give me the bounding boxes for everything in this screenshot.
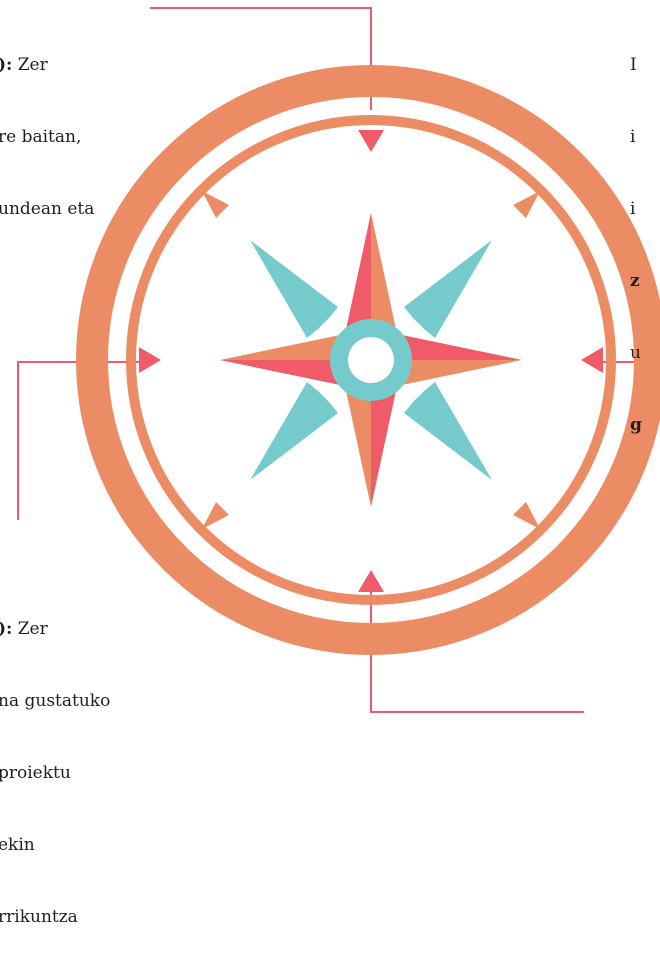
tick-sw (202, 502, 229, 529)
teal-point-sw (250, 382, 338, 480)
text-line: ekin (0, 833, 110, 857)
text-span: Zer (12, 619, 47, 639)
text-line: i (630, 125, 642, 149)
teal-point-se (404, 382, 492, 480)
callout-text-bottom-left: ): Zer na gustatuko proiektu ekin rrikun… (0, 569, 110, 953)
text-line: re baitan, (0, 125, 94, 149)
text-line: g (630, 413, 642, 437)
bold-label: ): (0, 55, 12, 75)
bold-label: ): (0, 619, 12, 639)
center-hub-dot (348, 337, 394, 383)
tick-se (513, 502, 540, 529)
text-line: na gustatuko (0, 689, 110, 713)
text-line: undean eta (0, 197, 94, 221)
tick-ne (513, 191, 540, 218)
teal-point-ne (404, 240, 492, 338)
text-line: i (630, 197, 642, 221)
text-line: rrikuntza (0, 905, 110, 929)
arrow-north (358, 130, 384, 152)
arrow-west (139, 347, 161, 373)
text-line: ): Zer (0, 617, 110, 641)
text-line: proiektu (0, 761, 110, 785)
arrow-east (581, 347, 603, 373)
text-span: Zer (12, 55, 47, 75)
text-line: u (630, 341, 642, 365)
callout-text-top-left: ): Zer re baitan, undean eta (0, 5, 94, 245)
teal-point-nw (250, 240, 338, 338)
text-line: I (630, 53, 642, 77)
text-line: ): Zer (0, 53, 94, 77)
tick-nw (202, 191, 229, 218)
callout-text-top-right: I i i z u g (630, 5, 642, 461)
arrow-south (358, 570, 384, 592)
text-line: z (630, 269, 642, 293)
